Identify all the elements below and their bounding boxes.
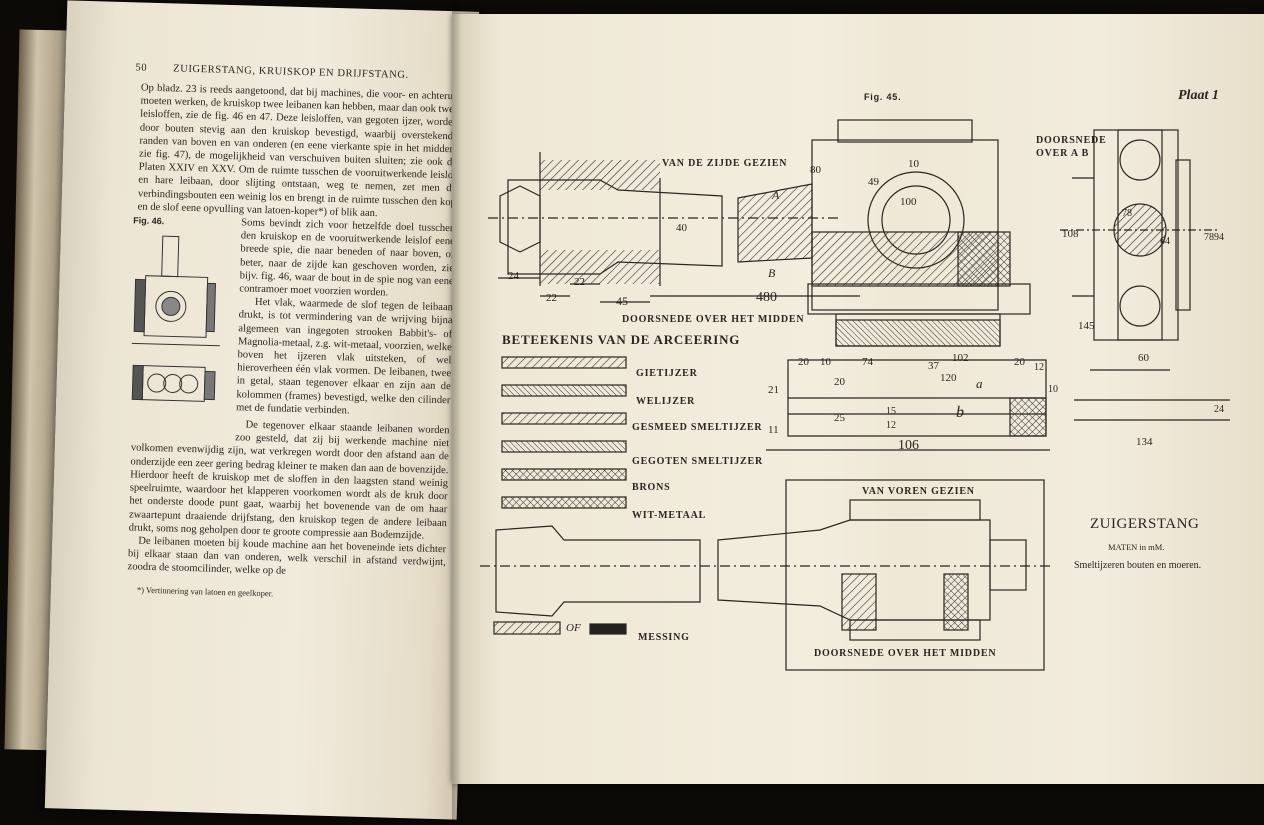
dim-b-15: 15 bbox=[886, 406, 896, 417]
dim-10: 10 bbox=[908, 158, 919, 170]
legend-item-cast-iron: GIETIJZER bbox=[636, 368, 698, 379]
dim-s-64: 64 bbox=[1160, 236, 1170, 247]
label-b-upper: B bbox=[768, 266, 776, 280]
dim-s-24: 24 bbox=[1214, 404, 1224, 415]
legend-item-wrought-iron: WELIJZER bbox=[636, 396, 696, 407]
dim-b-25: 25 bbox=[834, 412, 845, 424]
dim-s-94: 94 bbox=[1214, 232, 1224, 243]
plate-number: Plaat 1 bbox=[1178, 88, 1219, 103]
dim-s-78a: 78 bbox=[1122, 208, 1132, 219]
dim-b-21: 21 bbox=[768, 384, 779, 396]
legend-item-bronze: BRONS bbox=[632, 482, 671, 493]
dim-b-12b: 12 bbox=[886, 420, 896, 431]
figure-46-drawing bbox=[131, 235, 220, 402]
label-a-lower: a bbox=[976, 376, 983, 391]
plate-note: Smeltijzeren bouten en moeren. bbox=[1074, 560, 1202, 571]
dim-b-10: 10 bbox=[820, 356, 831, 368]
dim-s-134: 134 bbox=[1136, 436, 1153, 448]
dim-24: 24 bbox=[508, 270, 519, 282]
legend-title: BETEEKENIS VAN DE ARCEERING bbox=[502, 332, 741, 347]
dim-b-20b: 20 bbox=[834, 376, 845, 388]
figure-46: Fig. 46. bbox=[127, 215, 233, 434]
book-gutter-shadow bbox=[452, 0, 462, 825]
dim-s-60: 60 bbox=[1138, 352, 1149, 364]
side-view-label: VAN DE ZIJDE GEZIEN bbox=[662, 158, 788, 169]
label-a-upper: A bbox=[772, 188, 780, 202]
dim-100: 100 bbox=[900, 196, 917, 208]
dim-22a: 22 bbox=[546, 292, 557, 304]
dim-49: 49 bbox=[868, 176, 879, 188]
dim-s-78b: 78 bbox=[1204, 232, 1214, 243]
front-view-label: VAN VOREN GEZIEN bbox=[862, 486, 975, 497]
section-middle-bottom-label: DOORSNEDE OVER HET MIDDEN bbox=[814, 648, 997, 659]
dim-b-102: 102 bbox=[952, 352, 969, 364]
dim-b-20: 20 bbox=[798, 356, 809, 368]
figure-45-label: Fig. 45. bbox=[864, 92, 902, 102]
dim-45: 45 bbox=[616, 294, 628, 308]
dim-s-108: 108 bbox=[1062, 228, 1079, 240]
dim-b-106: 106 bbox=[898, 438, 919, 453]
section-middle-label: DOORSNEDE OVER HET MIDDEN bbox=[622, 314, 805, 325]
legend-item-forged-steel: GESMEED SMELTIJZER bbox=[632, 422, 763, 433]
dim-40: 40 bbox=[676, 222, 687, 234]
dim-b-120: 120 bbox=[940, 372, 957, 384]
dim-b-74: 74 bbox=[862, 356, 873, 368]
legend-item-cast-steel: GEGOTEN SMELTIJZER bbox=[632, 456, 764, 467]
dim-b-20c: 20 bbox=[1014, 356, 1025, 368]
dim-b-10b: 10 bbox=[1048, 384, 1058, 395]
legend-item-white-metal: WIT-METAAL bbox=[632, 510, 707, 521]
left-page-text-block: 50 ZUIGERSTANG, KRUISKOP EN DRIJFSTANG. … bbox=[127, 62, 460, 603]
label-b-lower: b bbox=[956, 404, 964, 421]
dim-b-11: 11 bbox=[768, 424, 779, 436]
dim-480: 480 bbox=[756, 290, 777, 305]
left-page: 50 ZUIGERSTANG, KRUISKOP EN DRIJFSTANG. … bbox=[44, 0, 480, 820]
crosshead-top-block bbox=[837, 119, 973, 143]
section-ab-label: DOORSNEDE OVER A B bbox=[1036, 135, 1107, 159]
plate-subtitle: MATEN in mM. bbox=[1108, 542, 1165, 552]
dim-80: 80 bbox=[810, 164, 821, 176]
dim-22b: 22 bbox=[574, 276, 585, 288]
legend-brass-or: OF bbox=[566, 622, 581, 634]
legend-item-brass: MESSING bbox=[638, 632, 690, 643]
dim-b-12: 12 bbox=[1034, 362, 1044, 373]
dim-s-145: 145 bbox=[1078, 320, 1095, 332]
dim-b-37: 37 bbox=[928, 360, 939, 372]
plate-title: ZUIGERSTANG bbox=[1090, 516, 1200, 532]
